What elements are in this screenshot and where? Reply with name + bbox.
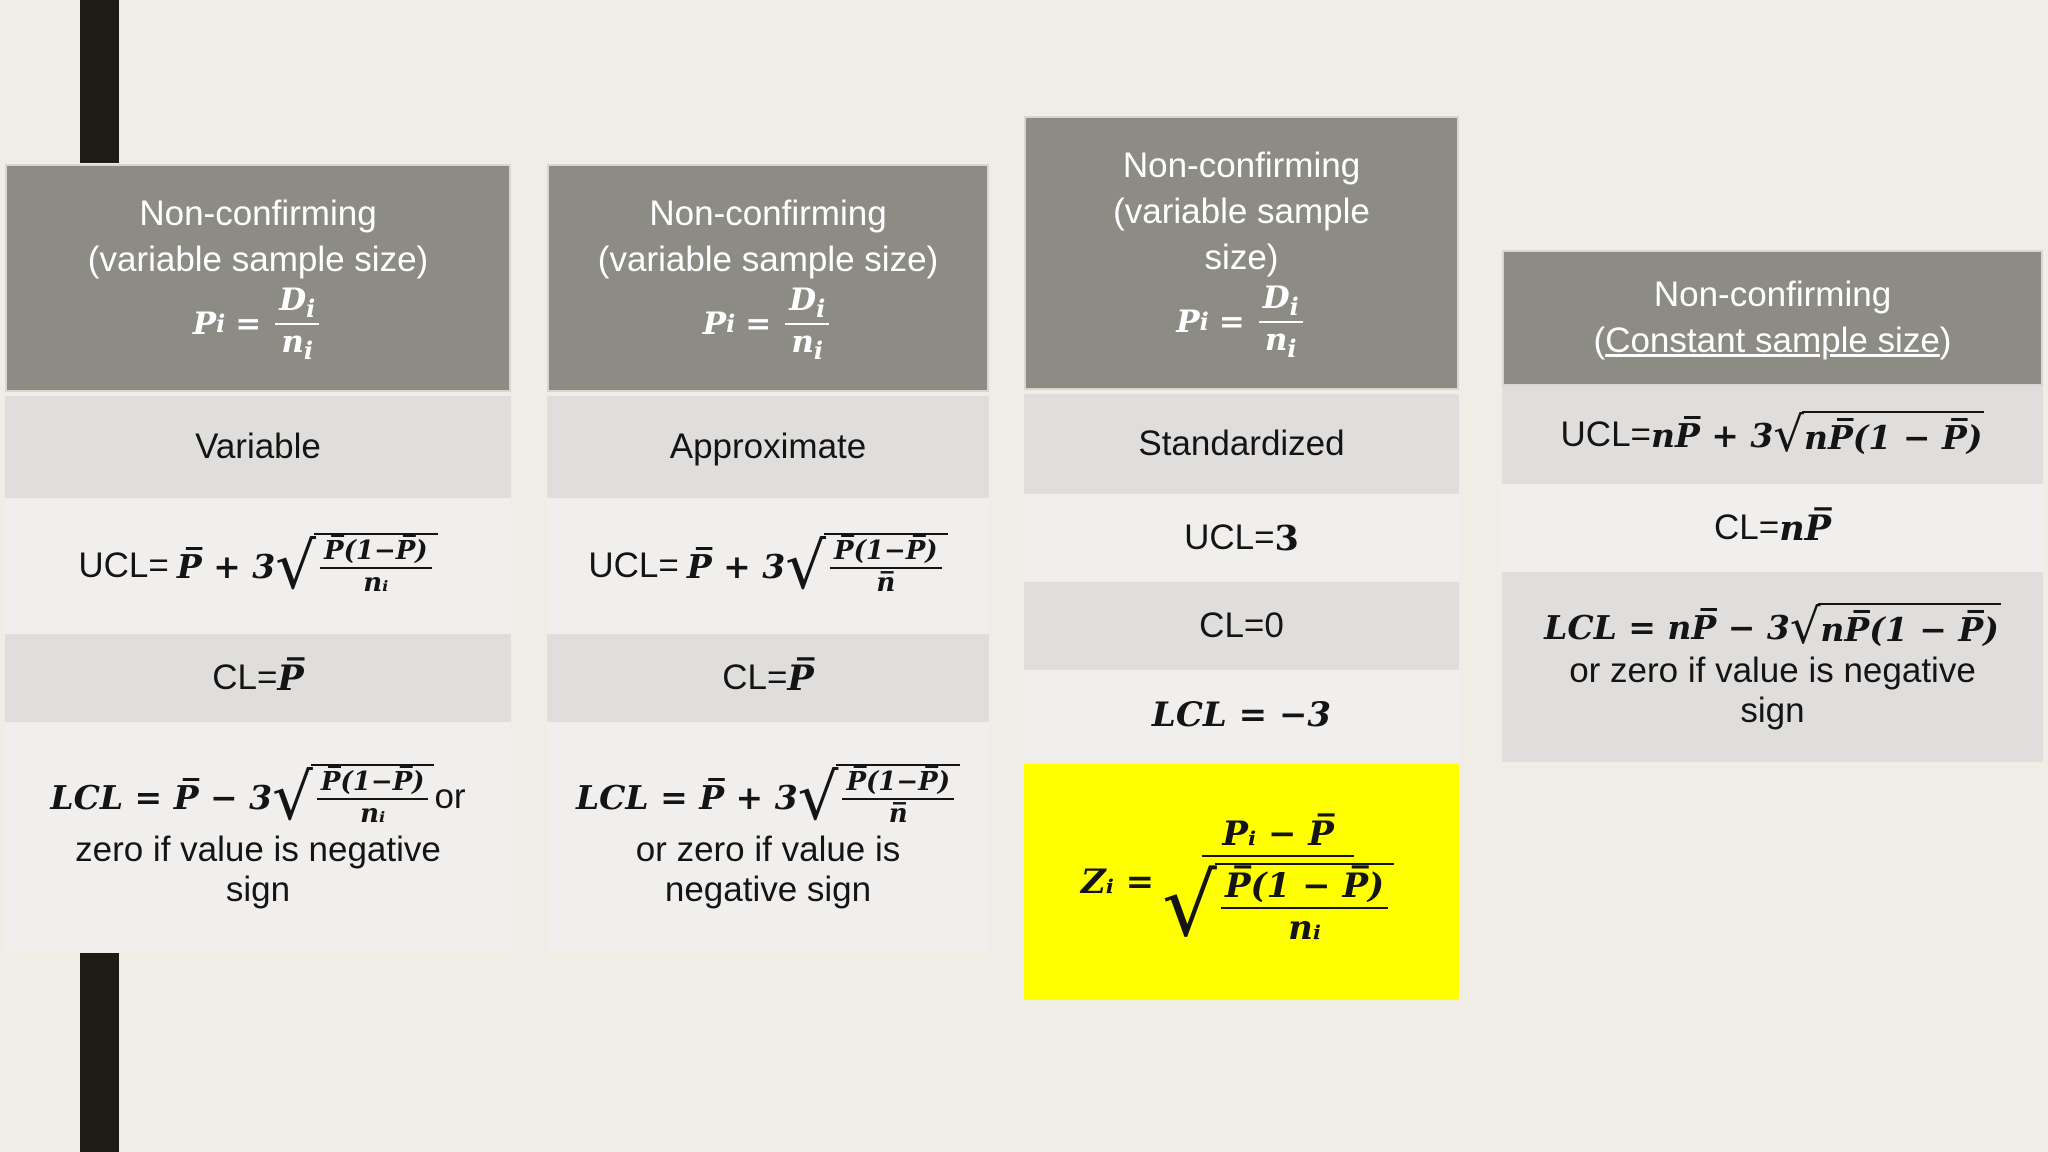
- header-subtitle: (variable sample size): [597, 240, 939, 280]
- ucl-row: UCL= P̅ + 3 √ P̅(1−P̅)nᵢ: [5, 498, 511, 634]
- lcl-row: LCL = −3: [1024, 670, 1459, 760]
- header-title: Non-confirming: [1653, 275, 1892, 314]
- chart-type-label: Approximate: [547, 396, 989, 498]
- header-title: Non-confirming: [139, 194, 377, 234]
- header-subtitle-2: size): [1204, 238, 1279, 278]
- column-header: Non-confirming (Constant sample size): [1502, 250, 2043, 386]
- chart-type-label: Variable: [5, 396, 511, 498]
- cl-row: CL=0: [1024, 582, 1459, 670]
- lcl-row: LCL = P̅ + 3 √ P̅(1−P̅)n̅ or zero if val…: [547, 722, 989, 952]
- accent-bar-bottom: [80, 953, 119, 1152]
- cl-row: CL=P̅: [5, 634, 511, 722]
- z-score-formula: Zᵢ = Pᵢ − P̅ √ P̅(1 − P̅)nᵢ: [1024, 764, 1459, 1000]
- lcl-note-2: sign: [1740, 691, 1805, 730]
- header-title: Non-confirming: [1122, 146, 1361, 186]
- lcl-note: zero if value is negative: [75, 829, 441, 869]
- lcl-note-2: negative sign: [664, 869, 872, 909]
- lcl-note: or zero if value is negative: [1569, 651, 1976, 690]
- header-subtitle: (variable sample size): [87, 240, 429, 280]
- chart-type-label: Standardized: [1024, 394, 1459, 494]
- header-subtitle: (Constant sample size): [1593, 321, 1952, 360]
- lcl-row: LCL = nP̅ − 3 √nP̅(1 − P̅) or zero if va…: [1502, 572, 2043, 762]
- ucl-row: UCL= nP̅ + 3 √nP̅(1 − P̅): [1502, 386, 2043, 484]
- lcl-note-2: sign: [225, 869, 291, 909]
- lcl-row: LCL = P̅ − 3 √ P̅(1−P̅)nᵢ or zero if val…: [5, 722, 511, 952]
- ucl-row: UCL= 3: [1024, 494, 1459, 582]
- accent-bar-top: [80, 0, 119, 163]
- header-title: Non-confirming: [649, 194, 887, 234]
- column-constant: Non-confirming (Constant sample size) UC…: [1502, 250, 2043, 762]
- header-subtitle: (variable sample: [1113, 192, 1370, 232]
- cl-row: CL=nP̅: [1502, 484, 2043, 572]
- lcl-note: or zero if value is: [635, 829, 901, 869]
- cl-row: CL=P̅: [547, 634, 989, 722]
- ucl-row: UCL= P̅ + 3 √ P̅(1−P̅)n̅: [547, 498, 989, 634]
